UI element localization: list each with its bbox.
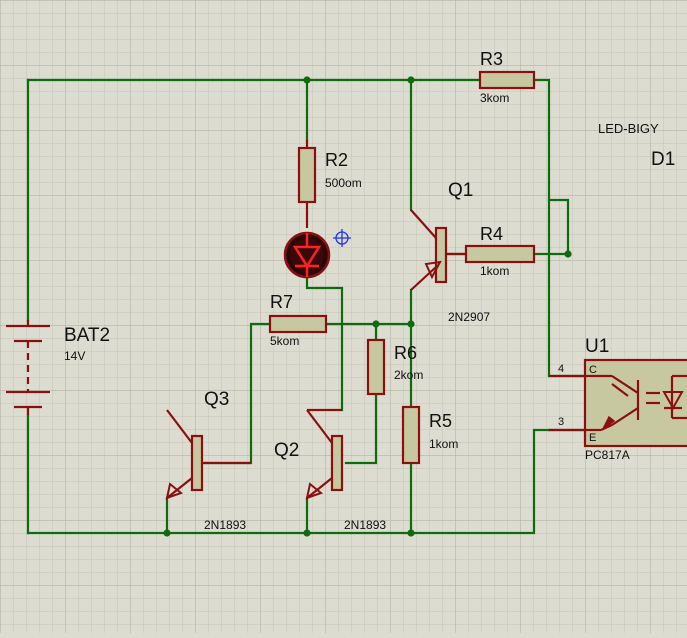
wire-r6-to-q2-base [344, 392, 378, 465]
u1-pin3-number: 3 [558, 416, 564, 428]
junction-dot [564, 250, 572, 258]
r2-value: 500om [325, 176, 362, 190]
resistor-r4[interactable]: R4 1kom [464, 224, 536, 278]
junction-dot [407, 320, 415, 328]
q1-ref: Q1 [448, 180, 473, 201]
r4-ref: R4 [480, 224, 503, 244]
d1-value: LED-BIGY [598, 121, 659, 136]
r7-ref: R7 [270, 292, 293, 312]
resistor-r3[interactable]: R3 3kom [478, 49, 536, 105]
r3-ref: R3 [480, 49, 503, 69]
u1-pin4-number: 4 [558, 363, 564, 375]
u1-pin-c-label: C [589, 364, 597, 376]
r6-value: 2kom [394, 368, 423, 382]
wire-bottom-rail [26, 428, 551, 535]
junction-dot [372, 320, 380, 328]
bat2-ref: BAT2 [64, 325, 110, 346]
transistor-q1[interactable]: Q1 2N2907 [410, 180, 490, 324]
r3-value: 3kom [480, 91, 509, 105]
crosshair-probe-icon[interactable] [333, 229, 351, 247]
r6-ref: R6 [394, 343, 417, 363]
r4-value: 1kom [480, 264, 509, 278]
q2-value: 2N1893 [344, 518, 386, 532]
junction-dot [303, 76, 311, 84]
junction-dot [407, 529, 415, 537]
transistor-q3[interactable]: Q3 2N1893 [165, 389, 251, 532]
q2-ref: Q2 [274, 440, 299, 461]
q1-value: 2N2907 [448, 310, 490, 324]
led-d1[interactable] [283, 231, 331, 279]
junction-dot [163, 529, 171, 537]
transistor-q2[interactable]: Q2 2N1893 [274, 408, 386, 532]
r5-value: 1kom [429, 437, 458, 451]
resistor-r2[interactable]: R2 500om [297, 140, 362, 228]
q3-value: 2N1893 [204, 518, 246, 532]
junction-dot [407, 76, 415, 84]
u1-value: PC817A [585, 448, 630, 462]
junction-dot [303, 529, 311, 537]
resistor-r6[interactable]: R6 2kom [366, 338, 423, 396]
resistor-r7[interactable]: R7 5kom [268, 292, 328, 348]
optocoupler-u1[interactable]: U1 PC817A 4 3 C E [549, 336, 687, 462]
q3-ref: Q3 [204, 389, 229, 410]
junctions [163, 76, 572, 537]
battery-bat2[interactable]: BAT2 14V [6, 320, 110, 415]
wire-led-to-q2 [305, 276, 344, 412]
d1-ref: D1 [651, 149, 675, 170]
resistor-r5[interactable]: R5 1kom [401, 405, 458, 465]
bat2-value: 14V [64, 349, 85, 363]
u1-ref: U1 [585, 336, 609, 357]
r5-ref: R5 [429, 411, 452, 431]
r7-value: 5kom [270, 334, 299, 348]
u1-pin-e-label: E [589, 432, 596, 444]
r2-ref: R2 [325, 150, 348, 170]
